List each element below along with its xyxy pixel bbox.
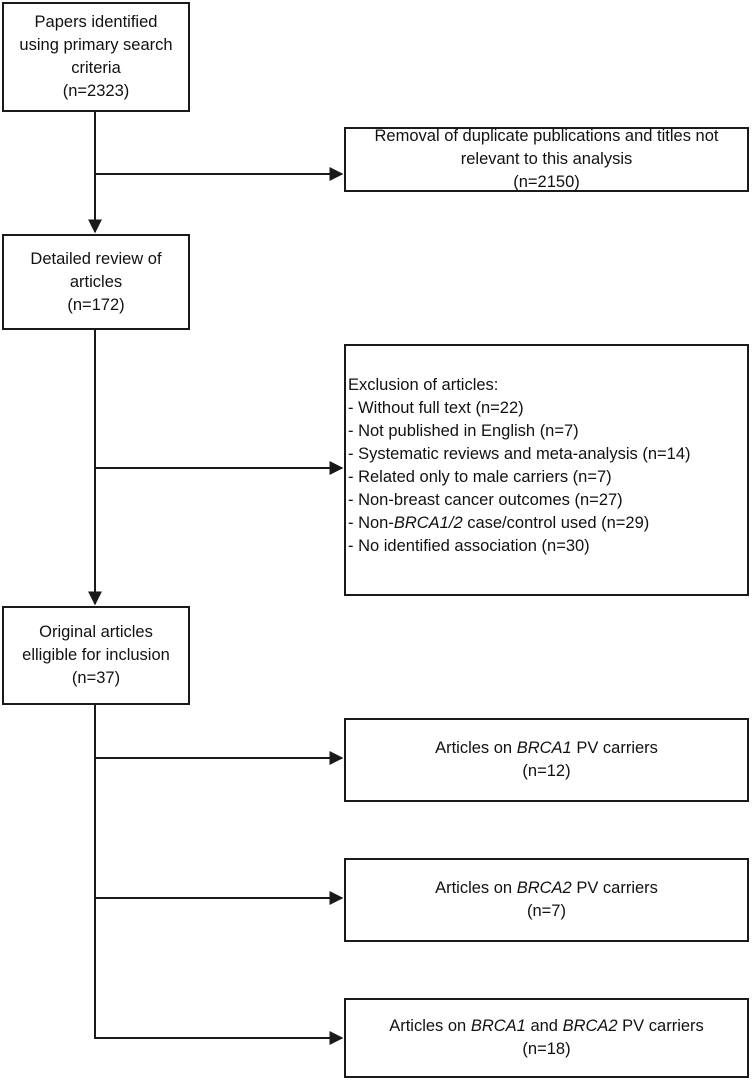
text-prefix: Articles on [435,879,517,897]
text-prefix: Articles on [389,1017,471,1035]
text-middle: and [525,1017,563,1035]
exclusion-item: - Systematic reviews and meta-analysis (… [348,445,691,463]
identified-papers-box: Papers identified using primary search c… [2,2,190,112]
gene-name: BRCA1 [516,739,572,757]
exclusion-title: Exclusion of articles: [348,376,499,394]
text-suffix: PV carriers [571,879,658,897]
gene-name: BRCA2 [562,1017,618,1035]
exclusion-item: - Non-BRCA1/2 case/control used (n=29) [348,512,747,535]
text-suffix: PV carriers [571,739,658,757]
box-text: elligible for inclusion [22,646,170,664]
gene-name: BRCA1 [470,1017,526,1035]
box-count: (n=12) [522,762,571,780]
exclusion-item: - Without full text (n=22) [348,399,524,417]
exclusion-box: Exclusion of articles: - Without full te… [344,344,749,596]
box-count: (n=18) [522,1040,571,1058]
box-count: (n=7) [527,902,566,920]
box-text: articles [69,272,123,291]
box-text: Papers identified [34,13,158,31]
gene-name: BRCA1/2 [393,514,463,532]
box-text: relevant to this analysis [460,150,633,168]
exclusion-item-suffix: case/control used (n=29) [462,514,650,532]
box-text: criteria [71,59,121,77]
box-text: Articles on BRCA2 PV carriers [435,877,658,900]
duplicates-removed-box: Removal of duplicate publications and ti… [344,127,749,192]
brca1-box: Articles on BRCA1 PV carriers (n=12) [344,718,749,802]
box-text: Articles on BRCA1 and BRCA2 PV carriers [389,1015,704,1038]
box-count: (n=172) [67,295,125,314]
original-articles-box: Original articles elligible for inclusio… [2,606,190,705]
exclusion-item: - No identified association (n=30) [348,537,590,555]
exclusion-item: - Non-breast cancer outcomes (n=27) [348,491,623,509]
gene-name: BRCA2 [516,879,572,897]
box-count: (n=2150) [513,173,580,191]
text-prefix: Articles on [435,739,517,757]
brca1-and-brca2-box: Articles on BRCA1 and BRCA2 PV carriers … [344,998,749,1078]
exclusion-item: - Not published in English (n=7) [348,422,579,440]
box-text: Articles on BRCA1 PV carriers [435,737,658,760]
brca2-box: Articles on BRCA2 PV carriers (n=7) [344,858,749,942]
box-text: Detailed review of [30,249,162,268]
box-count: (n=37) [71,669,121,687]
exclusion-item-prefix: - Non- [348,514,394,532]
exclusion-item: - Related only to male carriers (n=7) [348,468,612,486]
box-text: Original articles [39,623,153,641]
text-suffix: PV carriers [617,1017,704,1035]
box-text: Removal of duplicate publications and ti… [374,127,719,145]
box-count: (n=2323) [62,82,130,100]
box-text: using primary search [19,36,173,54]
detailed-review-box: Detailed review of articles (n=172) [2,234,190,330]
